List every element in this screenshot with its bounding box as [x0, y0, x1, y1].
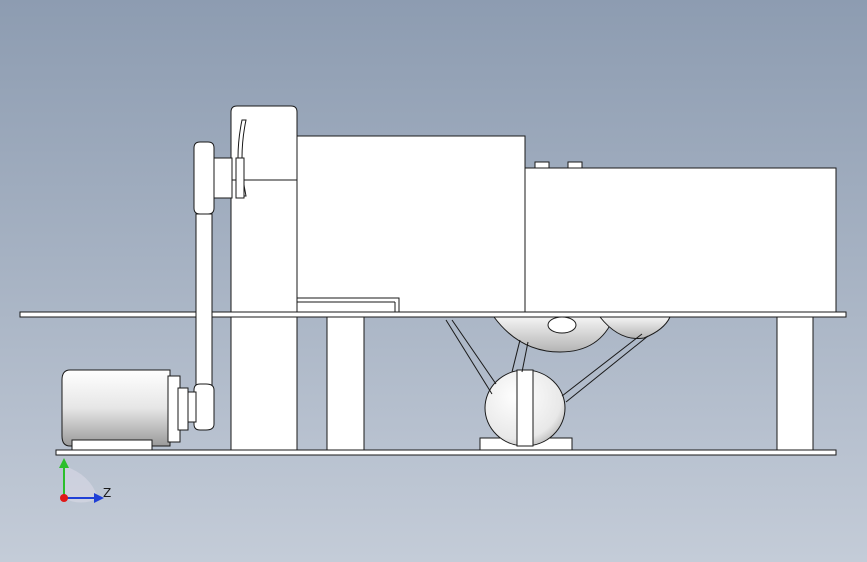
- upper-housing[interactable]: [296, 135, 526, 313]
- left-support-column[interactable]: [230, 316, 298, 451]
- origin-icon: [60, 494, 68, 502]
- housing-bolt[interactable]: [534, 161, 550, 169]
- motor-body[interactable]: [61, 369, 171, 447]
- saw-gear-right[interactable]: [598, 316, 671, 340]
- spindle-head[interactable]: [230, 105, 298, 313]
- lower-belt[interactable]: [445, 319, 493, 395]
- lower-pulley[interactable]: [193, 383, 215, 431]
- saw-gear-left[interactable]: [493, 316, 615, 353]
- base-plate[interactable]: [55, 449, 837, 456]
- main-housing[interactable]: [524, 167, 837, 313]
- motor-foot[interactable]: [71, 439, 153, 451]
- housing-bolt[interactable]: [567, 161, 583, 169]
- triad-arc: [64, 466, 98, 503]
- z-axis-label: Z: [103, 486, 111, 500]
- right-support-column[interactable]: [776, 316, 814, 451]
- upper-pulley[interactable]: [193, 141, 215, 215]
- middle-support-column[interactable]: [326, 316, 365, 451]
